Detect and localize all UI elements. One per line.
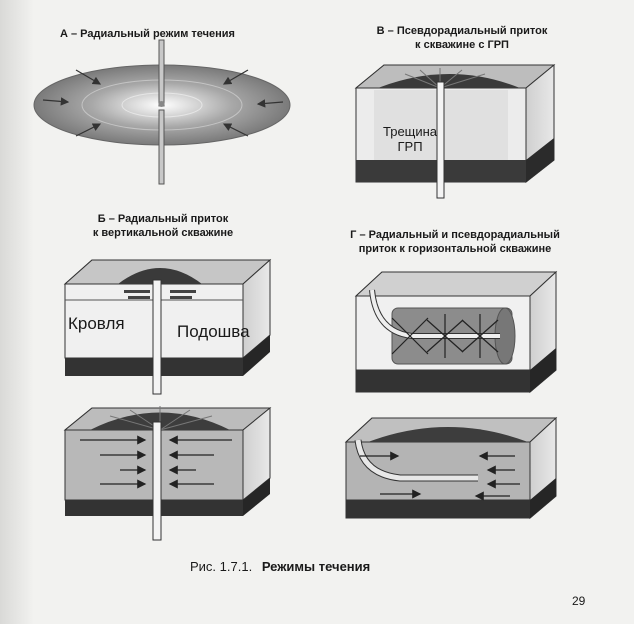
panel-v-title: В – Псевдорадиальный приток к скважине с…	[372, 24, 552, 52]
panel-g-title-line2: приток к горизонтальной скважине	[340, 242, 570, 256]
panel-a-disc-diagram	[34, 40, 290, 184]
fracture-label-line1: Трещина	[383, 124, 437, 139]
figure-number: Рис. 1.7.1.	[190, 559, 252, 574]
roof-label: Кровля	[68, 314, 125, 334]
panel-g-title: Г – Радиальный и псевдорадиальный приток…	[340, 228, 570, 256]
panel-b-title-line1: Б – Радиальный приток	[78, 212, 248, 226]
panel-g-top-block	[356, 272, 556, 392]
figure-caption: Рис. 1.7.1. Режимы течения	[190, 559, 370, 574]
panel-b-title-line2: к вертикальной скважине	[78, 226, 248, 240]
panel-g-title-line1: Г – Радиальный и псевдорадиальный	[340, 228, 570, 242]
fracture-label-line2: ГРП	[383, 139, 437, 154]
bottom-label: Подошва	[177, 322, 250, 342]
fracture-label: Трещина ГРП	[383, 124, 437, 154]
page-number: 29	[572, 594, 585, 608]
panel-b-title: Б – Радиальный приток к вертикальной скв…	[78, 212, 248, 240]
panel-v-title-line2: к скважине с ГРП	[372, 38, 552, 52]
figure-title: Режимы течения	[262, 559, 370, 574]
panel-v-title-line1: В – Псевдорадиальный приток	[372, 24, 552, 38]
panel-b-bottom-block	[65, 406, 270, 540]
panel-a-title: А – Радиальный режим течения	[60, 27, 235, 41]
panel-g-bottom-block	[346, 418, 556, 518]
